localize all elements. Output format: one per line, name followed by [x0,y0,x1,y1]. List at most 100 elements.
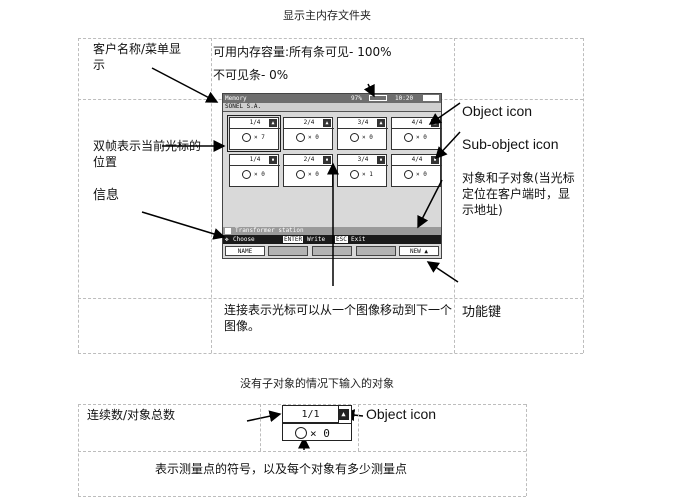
subobject-icon: ▪ [323,156,331,164]
grid-line [454,38,455,353]
arrow-message [141,211,226,240]
tile-count: × 1 [362,171,373,178]
label-object-icon: Object icon [462,103,533,119]
fkey-3[interactable] [312,246,352,256]
arrow-memory-bar [363,83,375,98]
title-bar: Memory 97% 10:20 [223,94,441,103]
fkey-new[interactable]: NEW ▲ [399,246,439,256]
grid-line [583,38,584,353]
tile-order: 1/4 [230,118,280,129]
battery-percent: 97% [351,95,362,102]
subobject-icon: ▪ [431,156,439,164]
enter-key-label: ENTER [283,236,304,243]
arrow-subobject-icon [434,131,461,160]
label-memory-info-1: 可用内存容量:所有条可见- 100% [213,45,392,59]
client-name: SONEL S.A. [225,103,262,110]
object-tile[interactable]: 1/4 ▲ × 7 [227,115,281,152]
tile-count: × 0 [416,134,427,141]
info-icon [225,228,231,234]
tile-count: × 0 [310,427,330,440]
hint-choose: Choose [233,236,255,243]
hint-write: Write [307,236,326,243]
fkey-name[interactable]: NAME [225,246,265,256]
memory-bar-icon [369,95,387,101]
hint-bar: ✥ Choose ENTER Write ESC Exit [223,235,441,244]
label-memory-info-2: 不可见条- 0% [213,68,289,82]
arrow-object-address [417,179,443,229]
object-icon: ▲ [377,119,385,127]
tile-order: 4/4 [392,118,442,129]
object-icon: ▲ [338,409,349,420]
fkey-2[interactable] [268,246,308,256]
tile-count: × 0 [362,134,373,141]
tile-order: 2/4 [284,118,334,129]
subobject-tile[interactable]: 1/4 ▪ × 0 [229,154,280,187]
screen-title: Memory [225,95,247,102]
grid-line [78,353,583,354]
object-icon: ▲ [269,119,277,127]
label-client-name-menu: 客户名称/菜单显示 [93,42,182,72]
tile-divider [283,423,351,424]
label-object-subobject: 对象和子对象(当光标定位在客户端时，显示地址) [462,171,575,217]
subobject-tile[interactable]: 2/4 ▪ × 0 [283,154,334,187]
grid-line [78,298,583,299]
object-icon: ▲ [424,248,429,255]
arrow-client-name [151,67,219,103]
label-message: 信息 [93,188,120,203]
hint-exit: Exit [351,236,366,243]
label-subobject-icon: Sub-object icon [462,136,559,152]
label-connect-cursor: 连接表示光标可以从一个图像移动到下一个图像。 [224,303,453,333]
arrow-object-icon [428,102,461,125]
subobject-icon: ▪ [269,156,277,164]
object-tile[interactable]: 3/4 ▲ × 0 [337,117,388,150]
grid-line [78,404,526,405]
example-object-tile: 1/1 ▲ × 0 [282,405,352,441]
measure-point-icon [296,170,305,179]
arrow-serial-total [246,410,282,423]
label-double-frame: 双帧表示当前光标的位置 [93,139,202,169]
tile-count: × 7 [254,134,265,141]
grid-line [358,404,359,451]
tile-count: × 0 [308,134,319,141]
measure-point-icon [404,133,413,142]
grid-line [78,451,526,452]
tile-order: 2/4 [284,155,334,166]
tile-order: 4/4 [392,155,442,166]
arrows-icon: ✥ [225,236,229,243]
grid-line [78,496,526,497]
clock: 10:20 [395,95,414,102]
function-keys-row: NAME NEW ▲ [223,245,441,257]
measure-point-icon [242,133,251,142]
object-icon: ▲ [323,119,331,127]
tile-count: × 0 [416,171,427,178]
label-object-icon-bottom: Object icon [366,406,437,422]
tile-count: × 0 [308,171,319,178]
grid-line [78,38,79,353]
tile-order: 3/4 [338,118,388,129]
label-measure-point: 表示测量点的符号，以及每个对象有多少测量点 [155,462,408,476]
grid-line [78,38,583,39]
tile-count: × 0 [254,171,265,178]
measure-point-icon [404,170,413,179]
measure-point-icon [350,133,359,142]
esc-key-label: ESC [335,236,348,243]
fkey-4[interactable] [356,246,396,256]
grid-line [260,404,261,451]
tile-order: 3/4 [338,155,388,166]
measure-point-icon [242,170,251,179]
label-serial-total: 连续数/对象总数 [87,408,176,422]
client-bar: SONEL S.A. [223,103,441,112]
message-text: Transformer station [235,227,304,234]
battery-icon [423,95,439,101]
arrow-function-keys [426,261,459,283]
grid-line [526,404,527,496]
caption-main-folder: 显示主内存文件夹 [283,9,371,22]
measure-point-icon [296,133,305,142]
caption-object-without-sub: 没有子对象的情况下输入的对象 [240,377,394,390]
measure-point-icon [350,170,359,179]
tile-order: 1/4 [230,155,280,166]
subobject-tile[interactable]: 4/4 ▪ × 0 [391,154,442,187]
subobject-icon: ▪ [377,156,385,164]
message-bar: Transformer station [223,227,441,235]
object-tile[interactable]: 2/4 ▲ × 0 [283,117,334,150]
